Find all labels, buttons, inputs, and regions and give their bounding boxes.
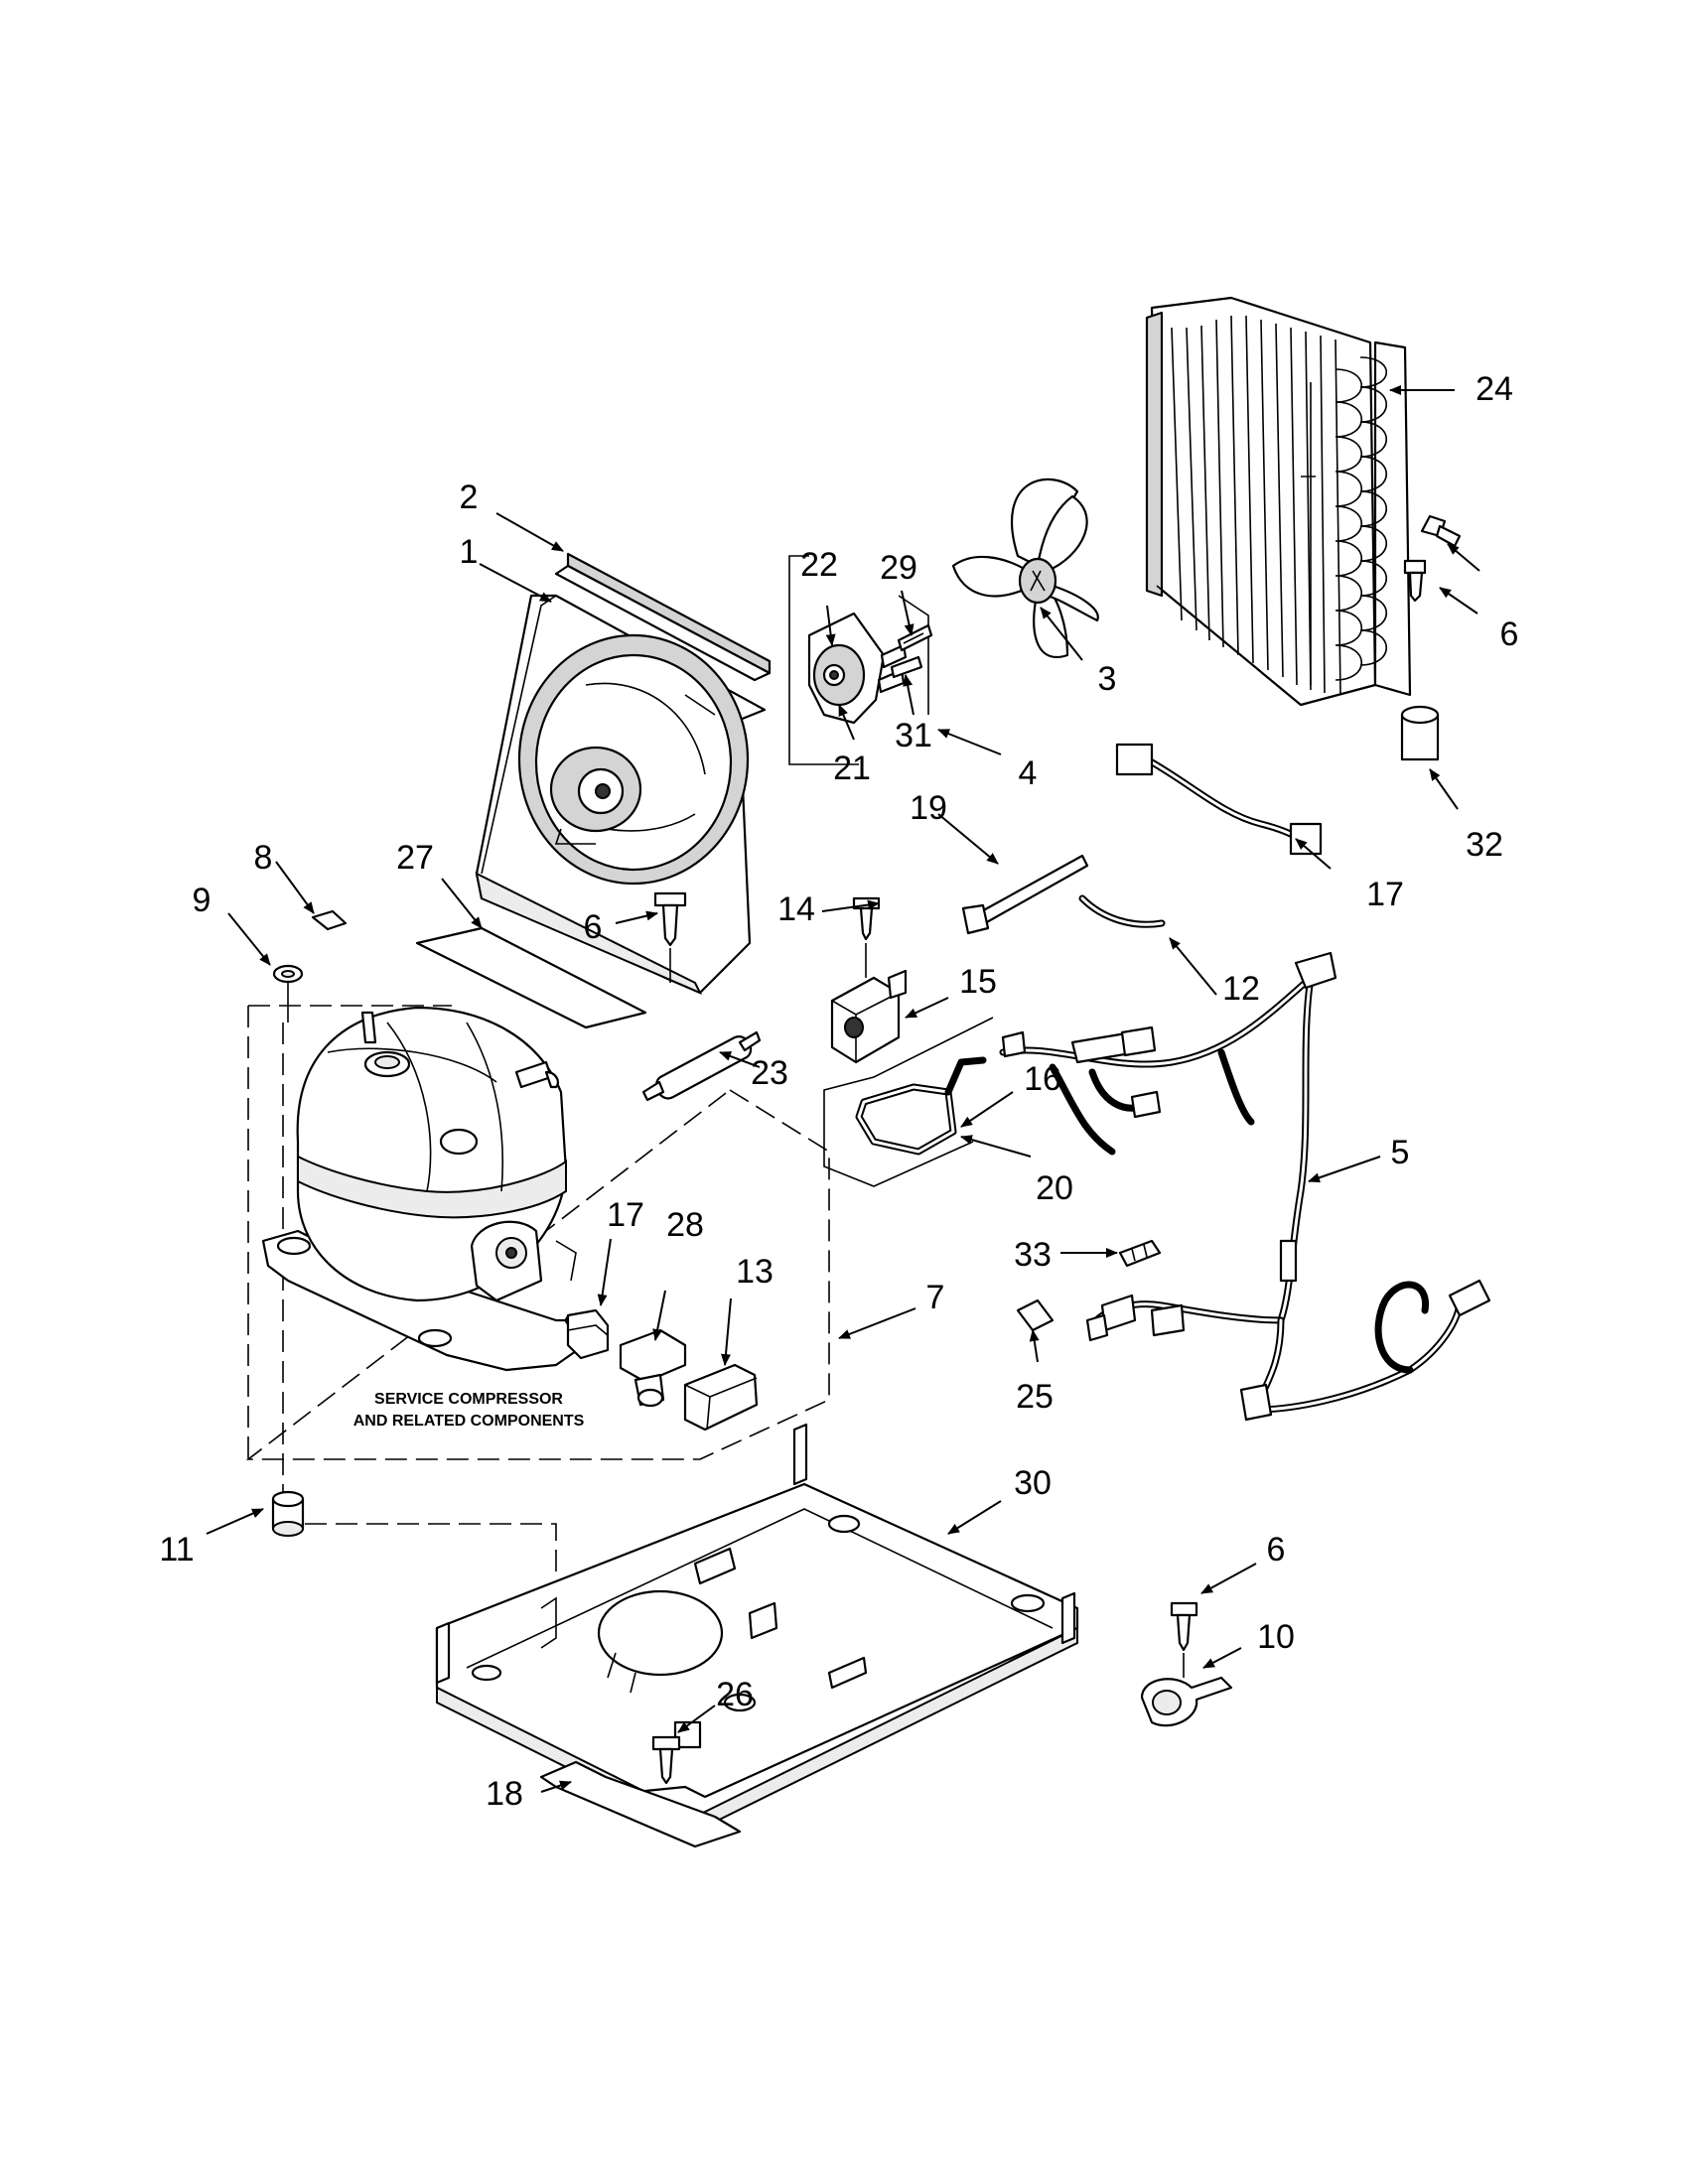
screw-29: [897, 623, 933, 652]
callout-22: 22: [800, 546, 838, 584]
callout-17-overload: 17: [607, 1196, 644, 1234]
callout-6-shroud: 6: [584, 908, 603, 946]
callout-numbers: 1 2 3 4 5 6 6 6 7 8 9 10 11 12 13 14 15 …: [159, 370, 1518, 1813]
callout-18: 18: [486, 1775, 523, 1813]
solenoid: [830, 969, 908, 1064]
callout-15: 15: [959, 963, 997, 1001]
plug-32: [1400, 705, 1440, 761]
callout-6-condenser: 6: [1500, 615, 1519, 653]
compressor: [261, 1006, 608, 1372]
relay-cover-13: [683, 1363, 759, 1432]
callout-7: 7: [926, 1279, 945, 1316]
callout-1: 1: [460, 533, 479, 571]
clip-25: [1016, 1298, 1055, 1332]
screw-6-lower: [1170, 1601, 1198, 1678]
main-wire-harness: [999, 951, 1491, 1422]
clamp-10: [1140, 1676, 1233, 1727]
condenser-coil: [1145, 296, 1412, 707]
callout-3: 3: [1098, 660, 1117, 698]
start-relay-28: [619, 1328, 687, 1408]
wire-bracket: [855, 1056, 987, 1156]
callout-9: 9: [193, 882, 211, 919]
cable-tie: [961, 854, 1089, 935]
callout-10: 10: [1257, 1618, 1295, 1656]
base-pan: [435, 1423, 1079, 1834]
callout-33: 33: [1014, 1236, 1052, 1274]
callout-11: 11: [159, 1531, 194, 1569]
condenser-tubes: [1335, 356, 1388, 681]
callout-4: 4: [1019, 754, 1038, 792]
callout-25: 25: [1016, 1378, 1054, 1416]
gasket-strip: [554, 552, 772, 682]
base-pad-18: [539, 1760, 742, 1848]
callout-17-jumper: 17: [1366, 876, 1404, 913]
callout-21: 21: [833, 750, 871, 787]
callout-26: 26: [716, 1676, 754, 1713]
screw-6-condenser-lower: [1403, 559, 1427, 603]
callout-14: 14: [777, 890, 815, 928]
callout-16: 16: [1024, 1060, 1061, 1098]
callout-2: 2: [460, 478, 479, 516]
screw-26: [651, 1735, 681, 1785]
callout-6-lower: 6: [1267, 1531, 1286, 1569]
service-note-line-2: AND RELATED COMPONENTS: [353, 1413, 585, 1430]
callout-30: 30: [1014, 1464, 1052, 1502]
callout-13: 13: [736, 1253, 774, 1291]
clip-8: [311, 909, 348, 931]
screw-6-condenser-upper: [1420, 514, 1462, 548]
callout-24: 24: [1476, 370, 1513, 408]
screw-6-shroud: [653, 891, 687, 983]
callout-31: 31: [895, 717, 932, 754]
washer-9: [272, 964, 304, 1023]
drain-tube: [1078, 894, 1166, 928]
callout-23: 23: [751, 1054, 788, 1092]
fan-shroud-assembly: [475, 594, 767, 996]
bracket-group-outline: [823, 1017, 994, 1187]
overload-17: [566, 1308, 610, 1360]
callout-28: 28: [666, 1206, 704, 1244]
harness-jumper-17-upper: [1115, 743, 1323, 856]
clip-33: [1118, 1239, 1162, 1268]
filter-drier: [641, 1030, 762, 1102]
callout-32: 32: [1466, 826, 1503, 864]
callout-12: 12: [1222, 970, 1260, 1008]
callout-27: 27: [396, 839, 434, 877]
leader-lines: [206, 385, 1480, 1793]
callout-19: 19: [910, 789, 947, 827]
fan-motor-group-bracket: [788, 555, 929, 765]
screw-14: [852, 896, 881, 978]
callout-5: 5: [1391, 1134, 1410, 1171]
fan-blade: [951, 478, 1099, 658]
screw-31: [890, 655, 923, 679]
grommet-11: [271, 1490, 305, 1537]
callout-20: 20: [1036, 1169, 1073, 1207]
callout-29: 29: [880, 549, 917, 587]
insulation-pad: [415, 926, 647, 1029]
callout-8: 8: [254, 839, 273, 877]
service-note-line-1: SERVICE COMPRESSOR: [374, 1391, 563, 1408]
